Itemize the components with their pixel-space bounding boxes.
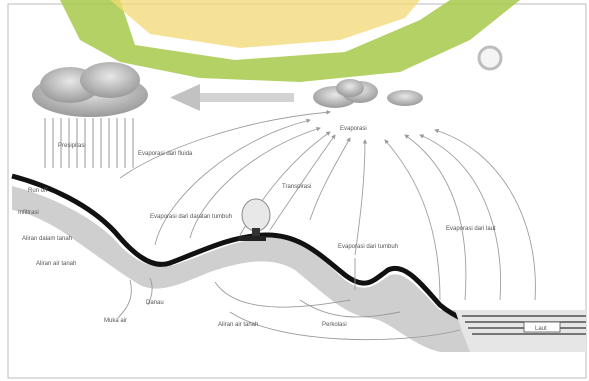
label-subsurface-flow: Aliran dalam tanah: [22, 236, 72, 242]
label-evaporation-fluid: Evaporasi dari fluida: [138, 151, 193, 157]
label-water-table: Muka air: [104, 318, 127, 324]
label-infiltration: Infiltrasi: [18, 210, 39, 216]
label-groundwater-below: Aliran air tanah: [218, 322, 258, 328]
label-precipitation: Presipitasi: [58, 143, 86, 149]
label-groundwater-flow: Aliran air tanah: [36, 261, 76, 267]
label-sea: Laut: [535, 326, 547, 332]
sun-icon: [479, 47, 501, 69]
label-percolation: Perkolasi: [322, 322, 347, 328]
label-lake: Danau: [146, 300, 164, 306]
label-evaporation-main: Evaporasi: [340, 126, 367, 132]
label-evaporation-soil: Evaporasi dari tumbuh: [338, 244, 398, 250]
label-evaporation-sea: Evaporasi dari laut: [446, 226, 496, 232]
label-runoff: Run off: [28, 188, 48, 194]
sea-body: [455, 310, 586, 352]
label-evaporation-land: Evaporasi dari daratan tumbuh: [150, 214, 232, 220]
label-transpiration: Transpirasi: [282, 184, 311, 190]
